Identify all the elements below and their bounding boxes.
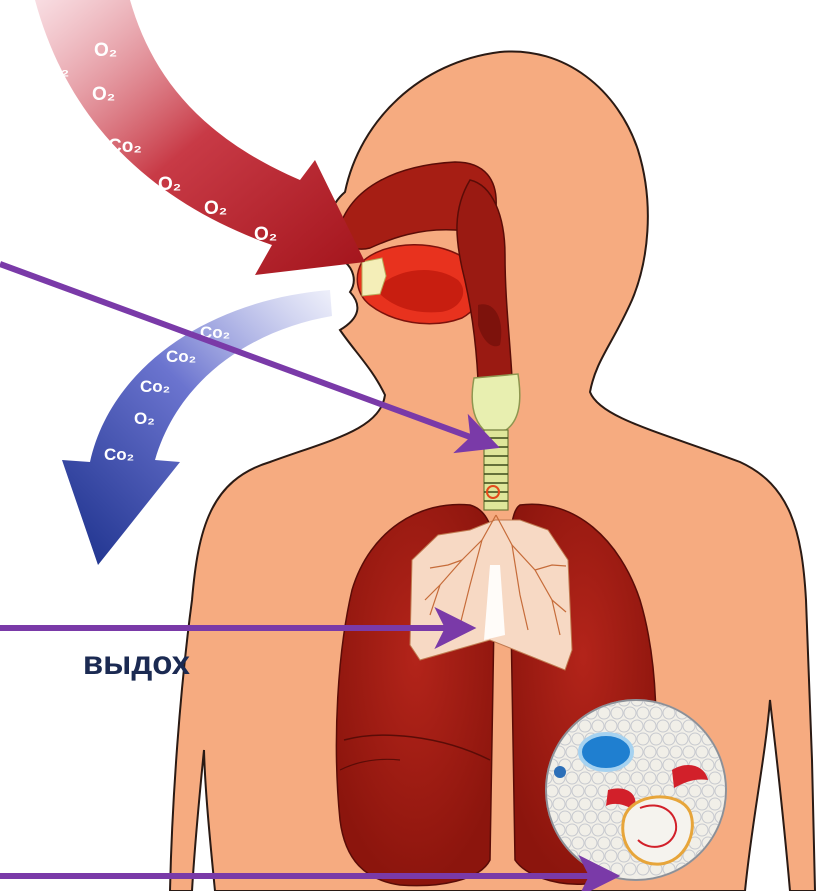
larynx	[472, 374, 520, 432]
inhale-molecule-label: O₂	[204, 198, 227, 219]
exhale-molecule-label: Co₂	[104, 445, 134, 464]
inhale-molecule-label: Co₂	[108, 136, 142, 157]
inhale-molecule-label: O₂	[158, 174, 181, 195]
exhale-label: выдох	[83, 644, 191, 681]
exhale-molecule-label: Co₂	[166, 347, 196, 366]
inhale-arrow-icon	[35, 0, 365, 275]
inhale-molecule-label: O₂	[254, 224, 277, 245]
inhale-molecule-label: O₂	[46, 60, 69, 81]
exhale-molecule-label: Co₂	[140, 377, 170, 396]
inhale-molecule-label: O₂	[94, 40, 117, 61]
exhale-molecule-label: O₂	[134, 409, 155, 428]
inhale-molecule-label: O₂	[92, 84, 115, 105]
